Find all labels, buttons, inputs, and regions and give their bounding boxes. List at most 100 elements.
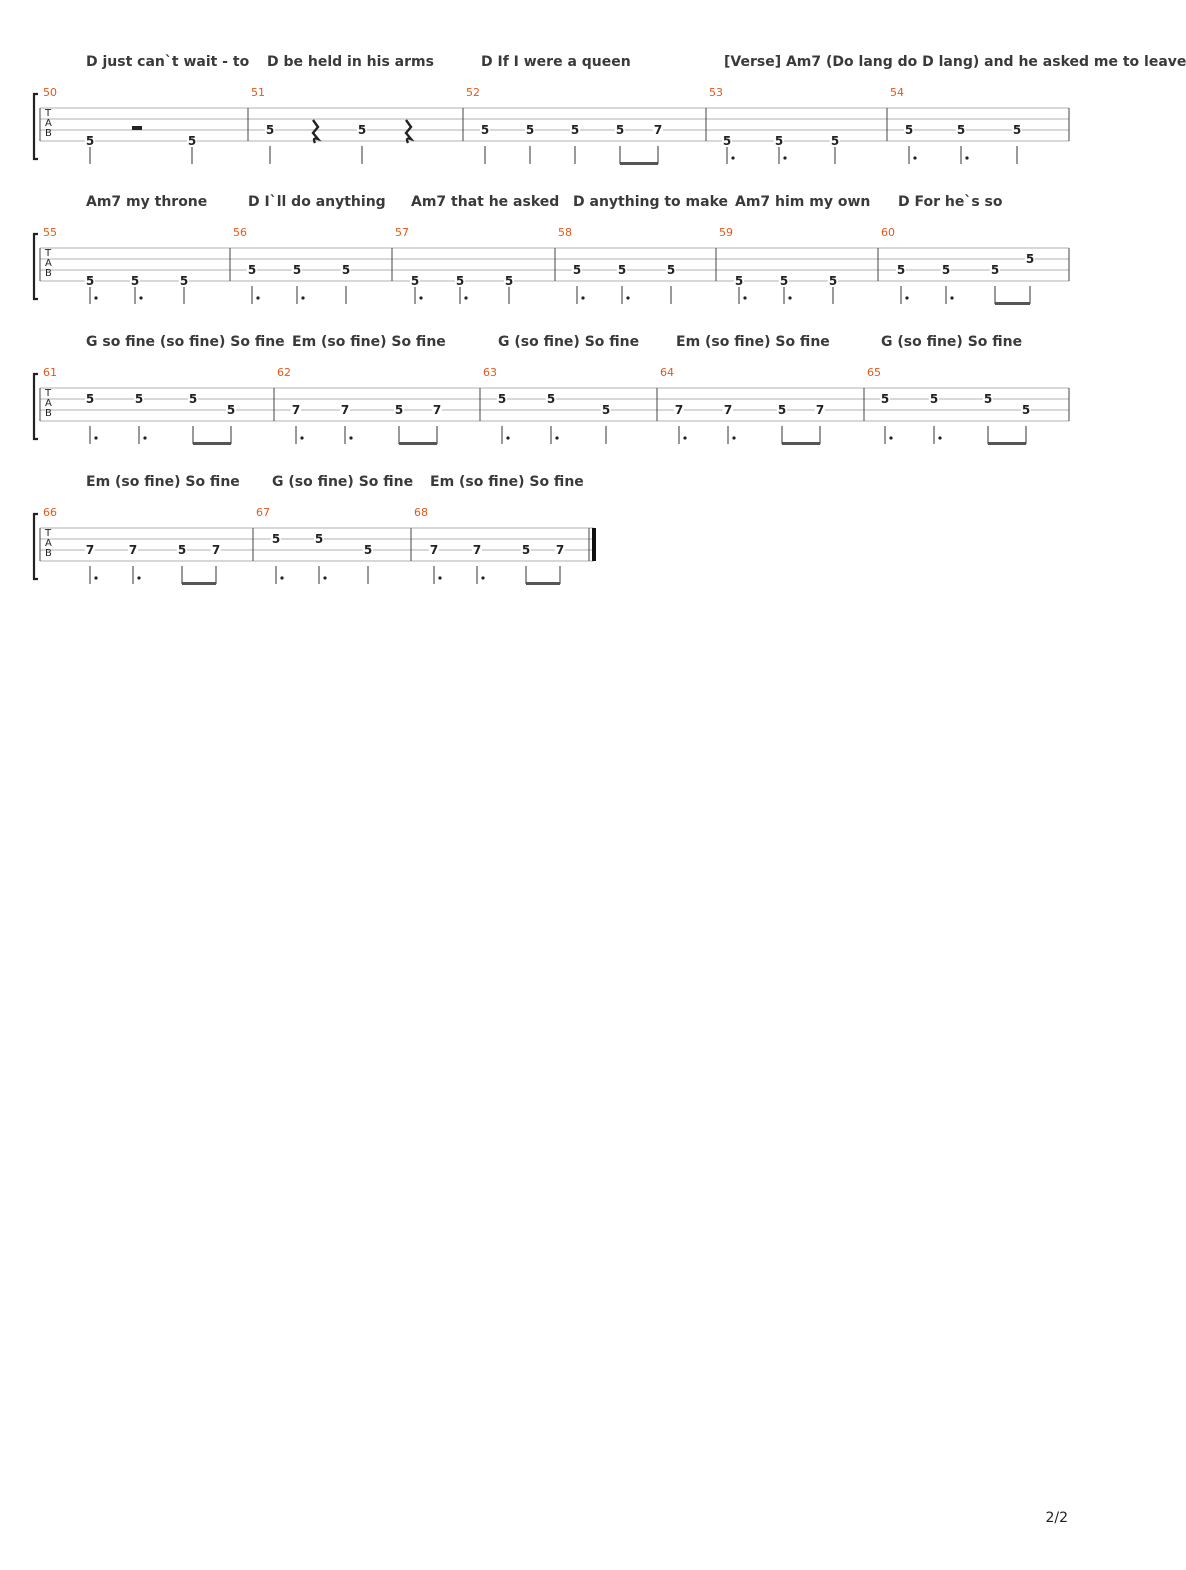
fret-number: 5 xyxy=(246,263,258,277)
rhythm-dot xyxy=(256,296,260,300)
fret-number: 5 xyxy=(569,123,581,137)
fret-number: 5 xyxy=(186,134,198,148)
fret-number: 7 xyxy=(84,543,96,557)
system-bracket xyxy=(32,372,38,441)
fret-number: 5 xyxy=(616,263,628,277)
rhythm-dot xyxy=(419,296,423,300)
fret-number: 5 xyxy=(356,123,368,137)
fret-number: 7 xyxy=(554,543,566,557)
fret-number: 5 xyxy=(503,274,515,288)
fret-number: 5 xyxy=(409,274,421,288)
fret-number: 5 xyxy=(940,263,952,277)
fret-number: 5 xyxy=(545,392,557,406)
eighth-beam xyxy=(182,582,216,585)
fret-number: 5 xyxy=(187,392,199,406)
tab-clef-letter: T xyxy=(45,528,52,539)
fret-number: 5 xyxy=(454,274,466,288)
rhythm-dot xyxy=(481,576,485,580)
fret-number: 7 xyxy=(127,543,139,557)
rhythm-dot xyxy=(438,576,442,580)
eighth-beam xyxy=(620,162,658,165)
fret-number: 5 xyxy=(176,543,188,557)
page-number: 2/2 xyxy=(1045,1510,1068,1526)
fret-number: 7 xyxy=(652,123,664,137)
lyric-text: Em (so fine) So fine xyxy=(430,474,584,490)
lyric-text: Am7 my throne xyxy=(86,194,208,210)
fret-number: 5 xyxy=(133,392,145,406)
measure-number: 50 xyxy=(43,86,57,99)
tab-clef-letter: T xyxy=(45,108,52,119)
fret-number: 5 xyxy=(129,274,141,288)
fret-number: 5 xyxy=(614,123,626,137)
fret-number: 5 xyxy=(982,392,994,406)
fret-number: 5 xyxy=(479,123,491,137)
rhythm-dot xyxy=(783,156,787,160)
system-bracket xyxy=(32,232,38,301)
fret-number: 5 xyxy=(291,263,303,277)
quarter-rest xyxy=(311,119,322,144)
rhythm-dot xyxy=(731,156,735,160)
measure-number: 51 xyxy=(251,86,265,99)
measure-number: 52 xyxy=(466,86,480,99)
fret-number: 5 xyxy=(362,543,374,557)
fret-number: 5 xyxy=(903,123,915,137)
lyric-text: G (so fine) So fine xyxy=(881,334,1023,350)
fret-number: 5 xyxy=(600,403,612,417)
tab-clef-letter: A xyxy=(45,398,52,409)
tab-notation-canvas xyxy=(32,92,1070,585)
fret-number: 5 xyxy=(895,263,907,277)
tab-clef-letter: B xyxy=(45,548,52,559)
fret-number: 5 xyxy=(1011,123,1023,137)
lyric-text: Em (so fine) So fine xyxy=(292,334,446,350)
fret-number: 5 xyxy=(928,392,940,406)
fret-number: 7 xyxy=(290,403,302,417)
rhythm-dot xyxy=(683,436,687,440)
tab-clef-letter: B xyxy=(45,408,52,419)
rhythm-dot xyxy=(323,576,327,580)
measure-number: 58 xyxy=(558,226,572,239)
rhythm-dot xyxy=(143,436,147,440)
lyric-text: D just can`t wait - to xyxy=(86,54,250,70)
fret-number: 5 xyxy=(178,274,190,288)
measure-number: 55 xyxy=(43,226,57,239)
rhythm-dot xyxy=(94,296,98,300)
rhythm-dot xyxy=(788,296,792,300)
rhythm-dot xyxy=(913,156,917,160)
lyric-text: Em (so fine) So fine xyxy=(676,334,830,350)
tab-clef-letter: T xyxy=(45,388,52,399)
fret-number: 5 xyxy=(721,134,733,148)
system-bracket xyxy=(32,512,38,581)
tab-clef-letter: A xyxy=(45,538,52,549)
fret-number: 7 xyxy=(431,403,443,417)
rhythm-dot xyxy=(94,576,98,580)
half-rest xyxy=(132,126,142,130)
measure-number: 62 xyxy=(277,366,291,379)
fret-number: 5 xyxy=(496,392,508,406)
final-barline-thick xyxy=(592,528,596,561)
measure-number: 68 xyxy=(414,506,428,519)
lyric-text: D anything to make xyxy=(573,194,729,210)
rhythm-dot xyxy=(626,296,630,300)
eighth-beam xyxy=(782,442,820,445)
fret-number: 7 xyxy=(814,403,826,417)
rhythm-dot xyxy=(950,296,954,300)
system-bracket xyxy=(32,92,38,161)
rhythm-dot xyxy=(349,436,353,440)
rhythm-dot xyxy=(280,576,284,580)
lyric-text: Am7 that he asked xyxy=(411,194,560,210)
rhythm-dot xyxy=(555,436,559,440)
measure-number: 54 xyxy=(890,86,904,99)
fret-number: 5 xyxy=(778,274,790,288)
fret-number: 5 xyxy=(270,532,282,546)
eighth-beam xyxy=(526,582,560,585)
eighth-beam xyxy=(995,302,1030,305)
lyric-text: G (so fine) So fine xyxy=(498,334,640,350)
lyric-text: D If I were a queen xyxy=(481,54,631,70)
eighth-beam xyxy=(193,442,231,445)
fret-number: 5 xyxy=(393,403,405,417)
tab-clef-letter: T xyxy=(45,248,52,259)
fret-number: 5 xyxy=(879,392,891,406)
measure-number: 61 xyxy=(43,366,57,379)
rhythm-dot xyxy=(732,436,736,440)
